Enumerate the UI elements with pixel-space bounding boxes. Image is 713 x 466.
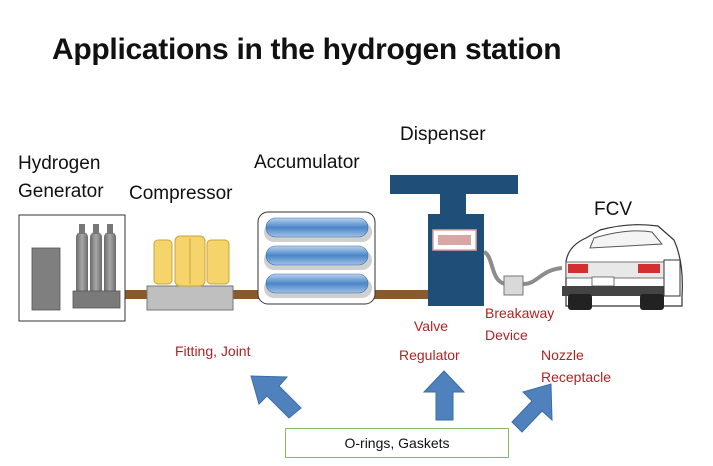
orings-gaskets-label: O-rings, Gaskets xyxy=(344,435,450,451)
gas-cylinder xyxy=(90,224,102,298)
accumulator-graphic xyxy=(257,211,376,305)
fcv-graphic xyxy=(562,224,683,310)
breakaway-label-line1: Breakaway xyxy=(485,305,555,321)
fitting-joint-label: Fitting, Joint xyxy=(175,343,251,359)
breakaway-label-line2: Device xyxy=(485,327,528,343)
accumulator-label: Accumulator xyxy=(254,152,360,173)
dispenser-graphic xyxy=(390,175,518,306)
compressor-label: Compressor xyxy=(129,183,233,204)
breakaway-device-graphic xyxy=(503,275,524,296)
orings-gaskets-box: O-rings, Gaskets xyxy=(285,428,509,458)
hydrogen-generator-label-line2: Generator xyxy=(18,181,104,202)
arrow-up-right-icon xyxy=(511,383,553,433)
hose-assembly xyxy=(482,250,563,296)
compressor-graphic xyxy=(146,235,234,311)
nozzle-label-line1: Nozzle xyxy=(541,347,584,363)
arrow-up-left-icon xyxy=(250,375,302,419)
regulator-label: Regulator xyxy=(399,347,460,363)
gas-cylinder xyxy=(104,224,116,298)
hydrogen-generator-label-line1: Hydrogen xyxy=(18,153,101,174)
receptacle-label-line2: Receptacle xyxy=(541,369,612,385)
gas-cylinder xyxy=(76,224,88,298)
arrow-up-icon xyxy=(422,370,466,421)
valve-label: Valve xyxy=(414,318,448,334)
hydrogen-generator-graphic xyxy=(18,214,126,322)
dispenser-label: Dispenser xyxy=(400,124,486,145)
fcv-label: FCV xyxy=(594,199,632,220)
page-title: Applications in the hydrogen station xyxy=(52,33,562,66)
